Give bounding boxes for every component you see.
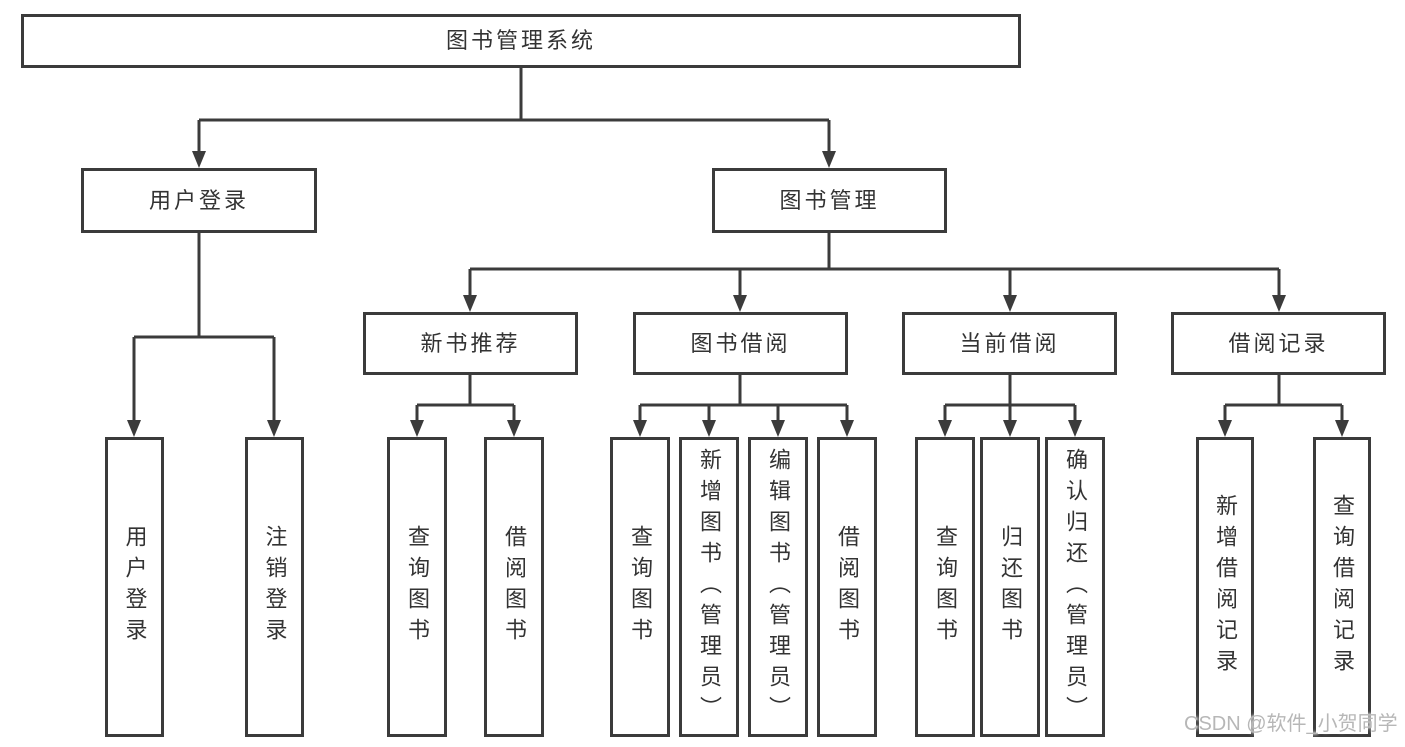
arrowhead-icon bbox=[1335, 420, 1349, 437]
arrowhead-icon bbox=[938, 420, 952, 437]
node-label: 用户登录 bbox=[148, 187, 249, 213]
node-label: 图书借阅 bbox=[690, 330, 791, 356]
node-label: 借阅图书 bbox=[502, 525, 527, 649]
arrowhead-icon bbox=[822, 151, 836, 168]
node-label: 借阅图书 bbox=[835, 525, 860, 649]
arrowhead-icon bbox=[267, 420, 281, 437]
edge-root-to-level2 bbox=[197, 68, 831, 156]
edge-current-to-children bbox=[943, 375, 1077, 425]
node-label: 注销登录 bbox=[262, 525, 288, 649]
node-user-login: 用户登录 bbox=[81, 168, 317, 233]
node-label: 图书管理 bbox=[779, 187, 880, 213]
arrowhead-icon bbox=[192, 151, 206, 168]
node-query-borrow-record: 查询借阅记录 bbox=[1313, 437, 1371, 737]
arrowhead-icon bbox=[1068, 420, 1082, 437]
node-label: 查询图书 bbox=[933, 525, 958, 649]
node-borrowing-records: 借阅记录 bbox=[1171, 312, 1386, 375]
node-current-borrowing: 当前借阅 bbox=[902, 312, 1117, 375]
node-label: 新增借阅记录 bbox=[1213, 494, 1238, 680]
node-label: 编辑图书（管理员） bbox=[766, 447, 791, 727]
edge-borrowing-to-children bbox=[638, 375, 849, 425]
node-add-borrow-record: 新增借阅记录 bbox=[1196, 437, 1254, 737]
arrowhead-icon bbox=[1003, 295, 1017, 312]
node-label: 新增图书（管理员） bbox=[697, 447, 722, 727]
arrowhead-icon bbox=[840, 420, 854, 437]
arrowhead-icon bbox=[771, 420, 785, 437]
node-label: 用户登录 bbox=[122, 525, 148, 649]
arrowhead-icon bbox=[733, 295, 747, 312]
arrowhead-icon bbox=[1003, 420, 1017, 437]
node-label: 确认归还（管理员） bbox=[1063, 447, 1088, 727]
node-query-books-2: 查询图书 bbox=[610, 437, 670, 737]
node-login: 用户登录 bbox=[105, 437, 164, 737]
node-label: 新书推荐 bbox=[420, 330, 521, 356]
edge-records-to-children bbox=[1223, 375, 1344, 425]
node-label: 图书管理系统 bbox=[445, 28, 596, 53]
arrowheads bbox=[127, 151, 1349, 437]
node-book-borrowing: 图书借阅 bbox=[633, 312, 848, 375]
node-label: 查询借阅记录 bbox=[1330, 494, 1355, 680]
arrowhead-icon bbox=[127, 420, 141, 437]
edge-userlogin-to-children bbox=[132, 233, 276, 425]
edge-newbook-to-children bbox=[415, 375, 516, 425]
node-query-books-1: 查询图书 bbox=[387, 437, 447, 737]
node-logout: 注销登录 bbox=[245, 437, 304, 737]
arrowhead-icon bbox=[702, 420, 716, 437]
arrowhead-icon bbox=[410, 420, 424, 437]
arrowhead-icon bbox=[463, 295, 477, 312]
csdn-watermark: CSDN @软件_小贺同学 bbox=[1184, 713, 1398, 735]
node-borrow-books-1: 借阅图书 bbox=[484, 437, 544, 737]
arrowhead-icon bbox=[507, 420, 521, 437]
node-new-book-recommend: 新书推荐 bbox=[363, 312, 578, 375]
node-label: 借阅记录 bbox=[1228, 330, 1329, 356]
node-add-books: 新增图书（管理员） bbox=[679, 437, 739, 737]
node-label: 归还图书 bbox=[998, 525, 1023, 649]
arrowhead-icon bbox=[633, 420, 647, 437]
node-label: 查询图书 bbox=[405, 525, 430, 649]
arrowhead-icon bbox=[1218, 420, 1232, 437]
node-borrow-books-2: 借阅图书 bbox=[817, 437, 877, 737]
node-library-system: 图书管理系统 bbox=[21, 14, 1021, 68]
node-return-books: 归还图书 bbox=[980, 437, 1040, 737]
node-book-management: 图书管理 bbox=[712, 168, 947, 233]
node-label: 查询图书 bbox=[628, 525, 653, 649]
arrowhead-icon bbox=[1272, 295, 1286, 312]
node-query-books-3: 查询图书 bbox=[915, 437, 975, 737]
node-label: 当前借阅 bbox=[959, 330, 1060, 356]
node-edit-books: 编辑图书（管理员） bbox=[748, 437, 808, 737]
edge-bookmgmt-to-level3 bbox=[468, 233, 1281, 300]
node-confirm-return: 确认归还（管理员） bbox=[1045, 437, 1105, 737]
